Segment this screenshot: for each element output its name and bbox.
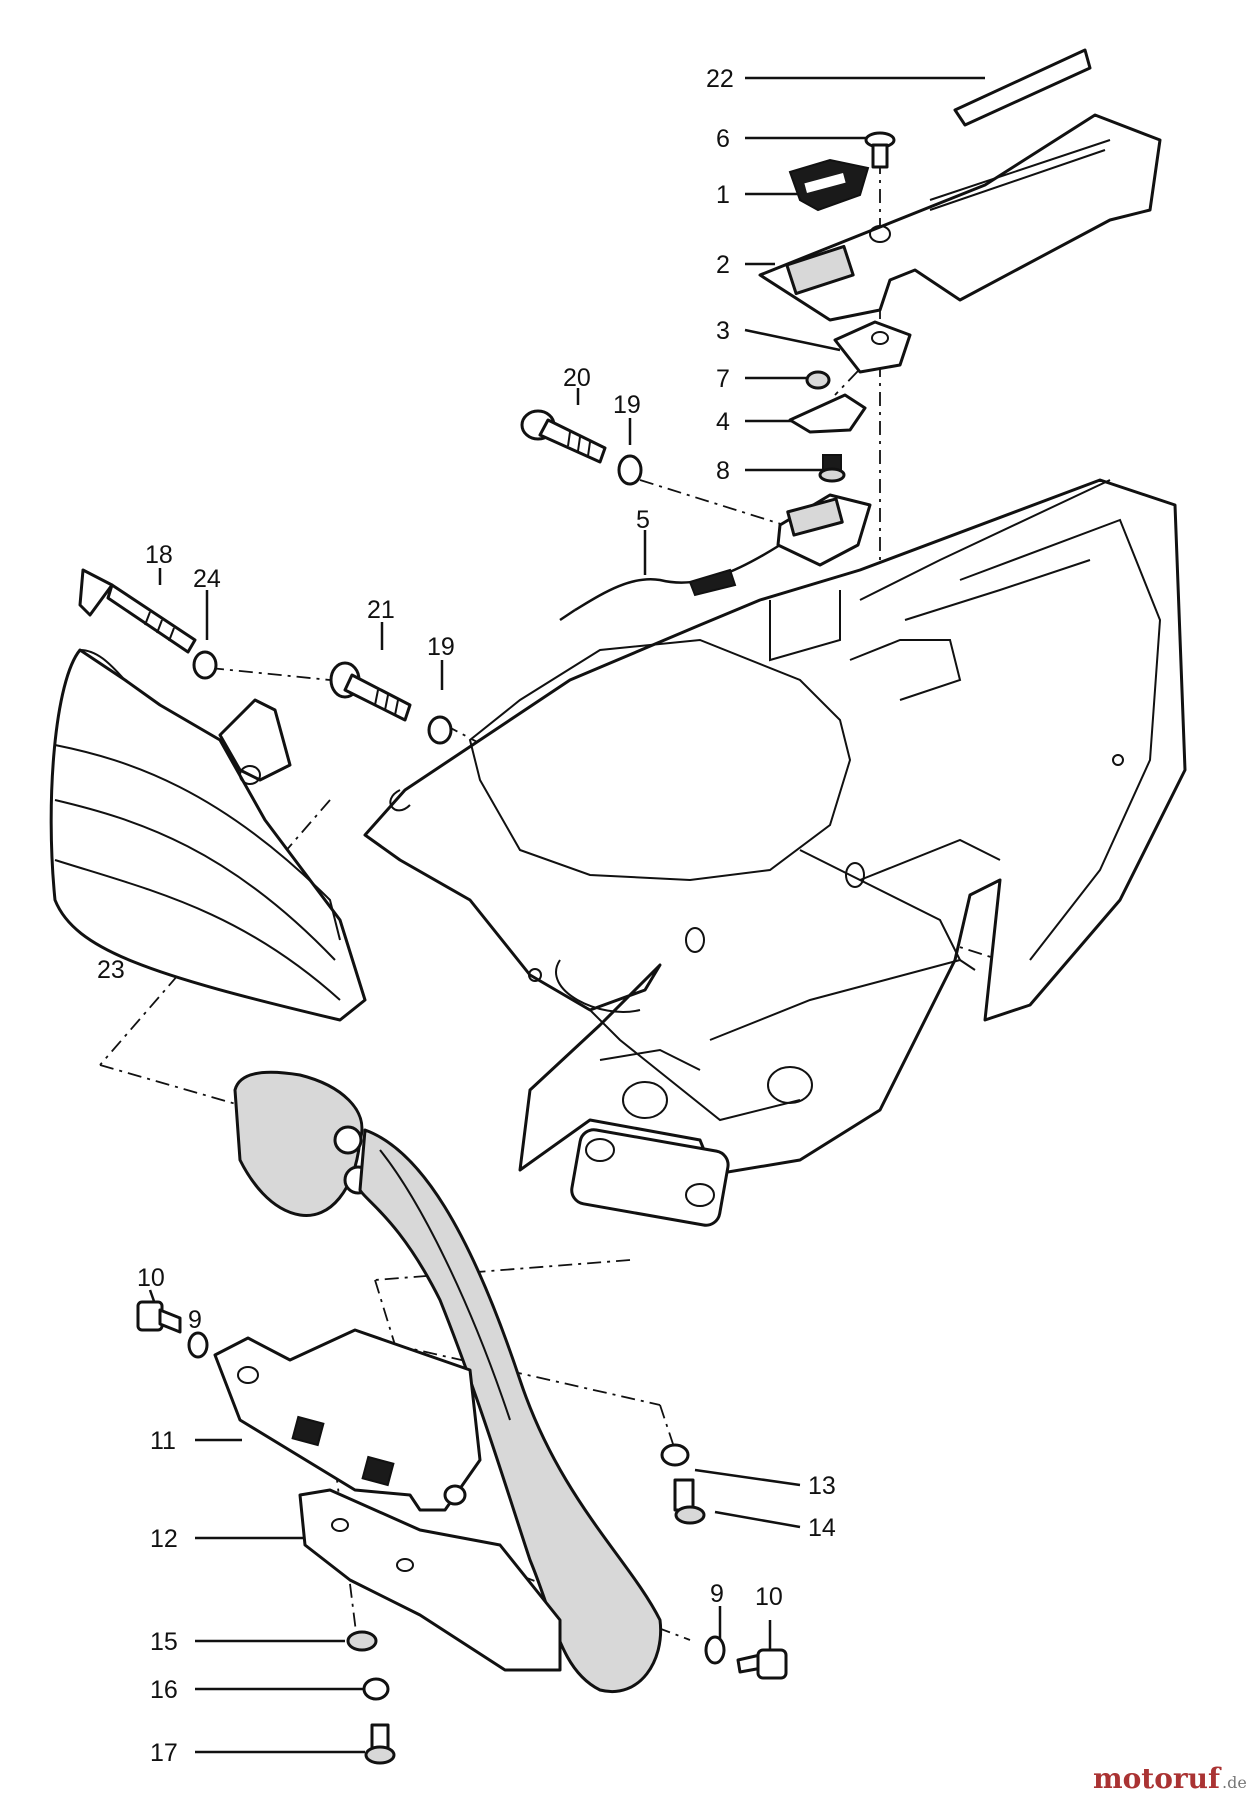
- label-22: 22: [706, 65, 734, 93]
- label-1: 1: [716, 181, 730, 209]
- label-14: 14: [808, 1514, 836, 1542]
- part-7-nut: [805, 370, 831, 390]
- label-24: 24: [193, 565, 221, 593]
- part-8-screw: [818, 454, 846, 483]
- part-24-washer: [192, 650, 218, 680]
- label-21: 21: [367, 596, 395, 624]
- label-10b: 10: [755, 1583, 783, 1611]
- label-4: 4: [716, 408, 730, 436]
- label-9a: 9: [188, 1306, 202, 1334]
- label-23: 23: [97, 956, 125, 984]
- watermark-suffix: .de: [1222, 1773, 1247, 1792]
- part-19a-washer: [617, 454, 643, 486]
- part-2-throttle-housing: [758, 113, 1162, 322]
- front-handle-bar: [233, 1070, 663, 1693]
- label-16: 16: [150, 1676, 178, 1704]
- part-labels: 22 6 1 2 3 7 4 8 20 19 5 18 24 21 19 23 …: [97, 65, 836, 1767]
- part-13-washer: [660, 1443, 690, 1467]
- handle-housing: [363, 478, 1187, 1227]
- leader-lines: [110, 76, 985, 1754]
- part-16-washer: [362, 1677, 390, 1701]
- label-5: 5: [636, 506, 650, 534]
- part-5-switch-cable: [559, 493, 872, 622]
- part-19b-washer: [427, 715, 453, 745]
- part-6-screw: [864, 131, 896, 169]
- label-10a: 10: [137, 1264, 165, 1292]
- part-15-washer: [346, 1630, 378, 1652]
- part-10b-bolt: [736, 1648, 788, 1680]
- label-7: 7: [716, 365, 730, 393]
- part-11-bracket: [213, 1328, 482, 1512]
- label-12: 12: [150, 1525, 178, 1553]
- watermark: motoruf .de: [1093, 1762, 1247, 1795]
- label-9b: 9: [710, 1580, 724, 1608]
- part-17-screw: [364, 1723, 396, 1765]
- label-8: 8: [716, 457, 730, 485]
- label-15: 15: [150, 1628, 178, 1656]
- label-3: 3: [716, 317, 730, 345]
- part-14-screw: [673, 1478, 706, 1525]
- part-4-contact: [788, 393, 867, 434]
- part-18-wing-bolt: [78, 568, 197, 654]
- label-19a: 19: [613, 391, 641, 419]
- part-9b-washer: [704, 1635, 726, 1665]
- label-20: 20: [563, 364, 591, 392]
- part-21-bolt: [329, 661, 412, 722]
- part-12-lower-bracket: [298, 1488, 562, 1672]
- label-13: 13: [808, 1472, 836, 1500]
- label-17: 17: [150, 1739, 178, 1767]
- label-2: 2: [716, 251, 730, 279]
- watermark-brand: motoruf: [1093, 1762, 1222, 1795]
- label-6: 6: [716, 125, 730, 153]
- label-19b: 19: [427, 633, 455, 661]
- part-23-guard: [49, 648, 367, 1022]
- part-20-bolt: [520, 409, 607, 464]
- label-11: 11: [150, 1427, 176, 1455]
- part-9a-washer: [187, 1331, 209, 1359]
- part-3-clamp: [833, 320, 912, 374]
- label-18: 18: [145, 541, 173, 569]
- part-22-cover: [953, 48, 1092, 127]
- part-1-switch: [788, 158, 870, 212]
- part-10a-bolt: [136, 1300, 182, 1334]
